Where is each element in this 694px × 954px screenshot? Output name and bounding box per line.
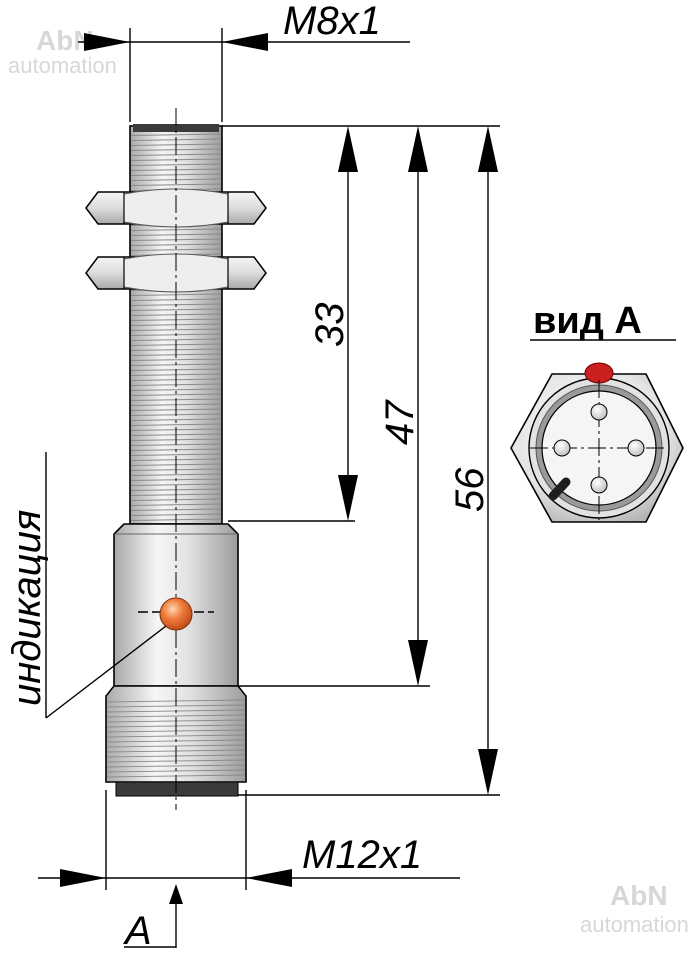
extension-lines [222,125,500,796]
pin [627,439,645,457]
watermark-brand: AbN [36,25,94,56]
dimension-m8: M8x1 [78,0,410,122]
pin [590,403,608,421]
view-a-letter: А [123,909,152,953]
indication-label: индикация [5,510,49,706]
dim-56-label: 56 [448,467,492,512]
pin [553,439,571,457]
thread-top-label: M8x1 [283,0,381,43]
watermark-sub: automation [8,53,117,78]
indication-callout: индикация [5,452,167,719]
pin [590,476,608,494]
arrow-head [222,33,268,51]
lock-nut-lower [85,253,267,293]
watermark-top: AbN automation [8,25,117,78]
view-a-marker: А [123,884,183,953]
dim-47-label: 47 [378,399,422,445]
thread-bottom-label: M12x1 [302,833,422,877]
arrow-head [84,33,130,51]
dimension-33: 33 [308,126,358,521]
watermark-sub: automation [580,912,689,937]
watermark-brand: AbN [610,880,668,911]
view-a: вид А [510,300,684,523]
dimension-m12: M12x1 [38,790,460,890]
dimension-56: 56 [448,126,498,795]
keyway [548,477,571,501]
watermark-bottom: AbN automation [580,880,689,937]
dimension-47: 47 [378,126,428,686]
led-indicator [138,597,214,631]
view-a-title: вид А [533,300,642,342]
dim-33-label: 33 [308,303,352,348]
